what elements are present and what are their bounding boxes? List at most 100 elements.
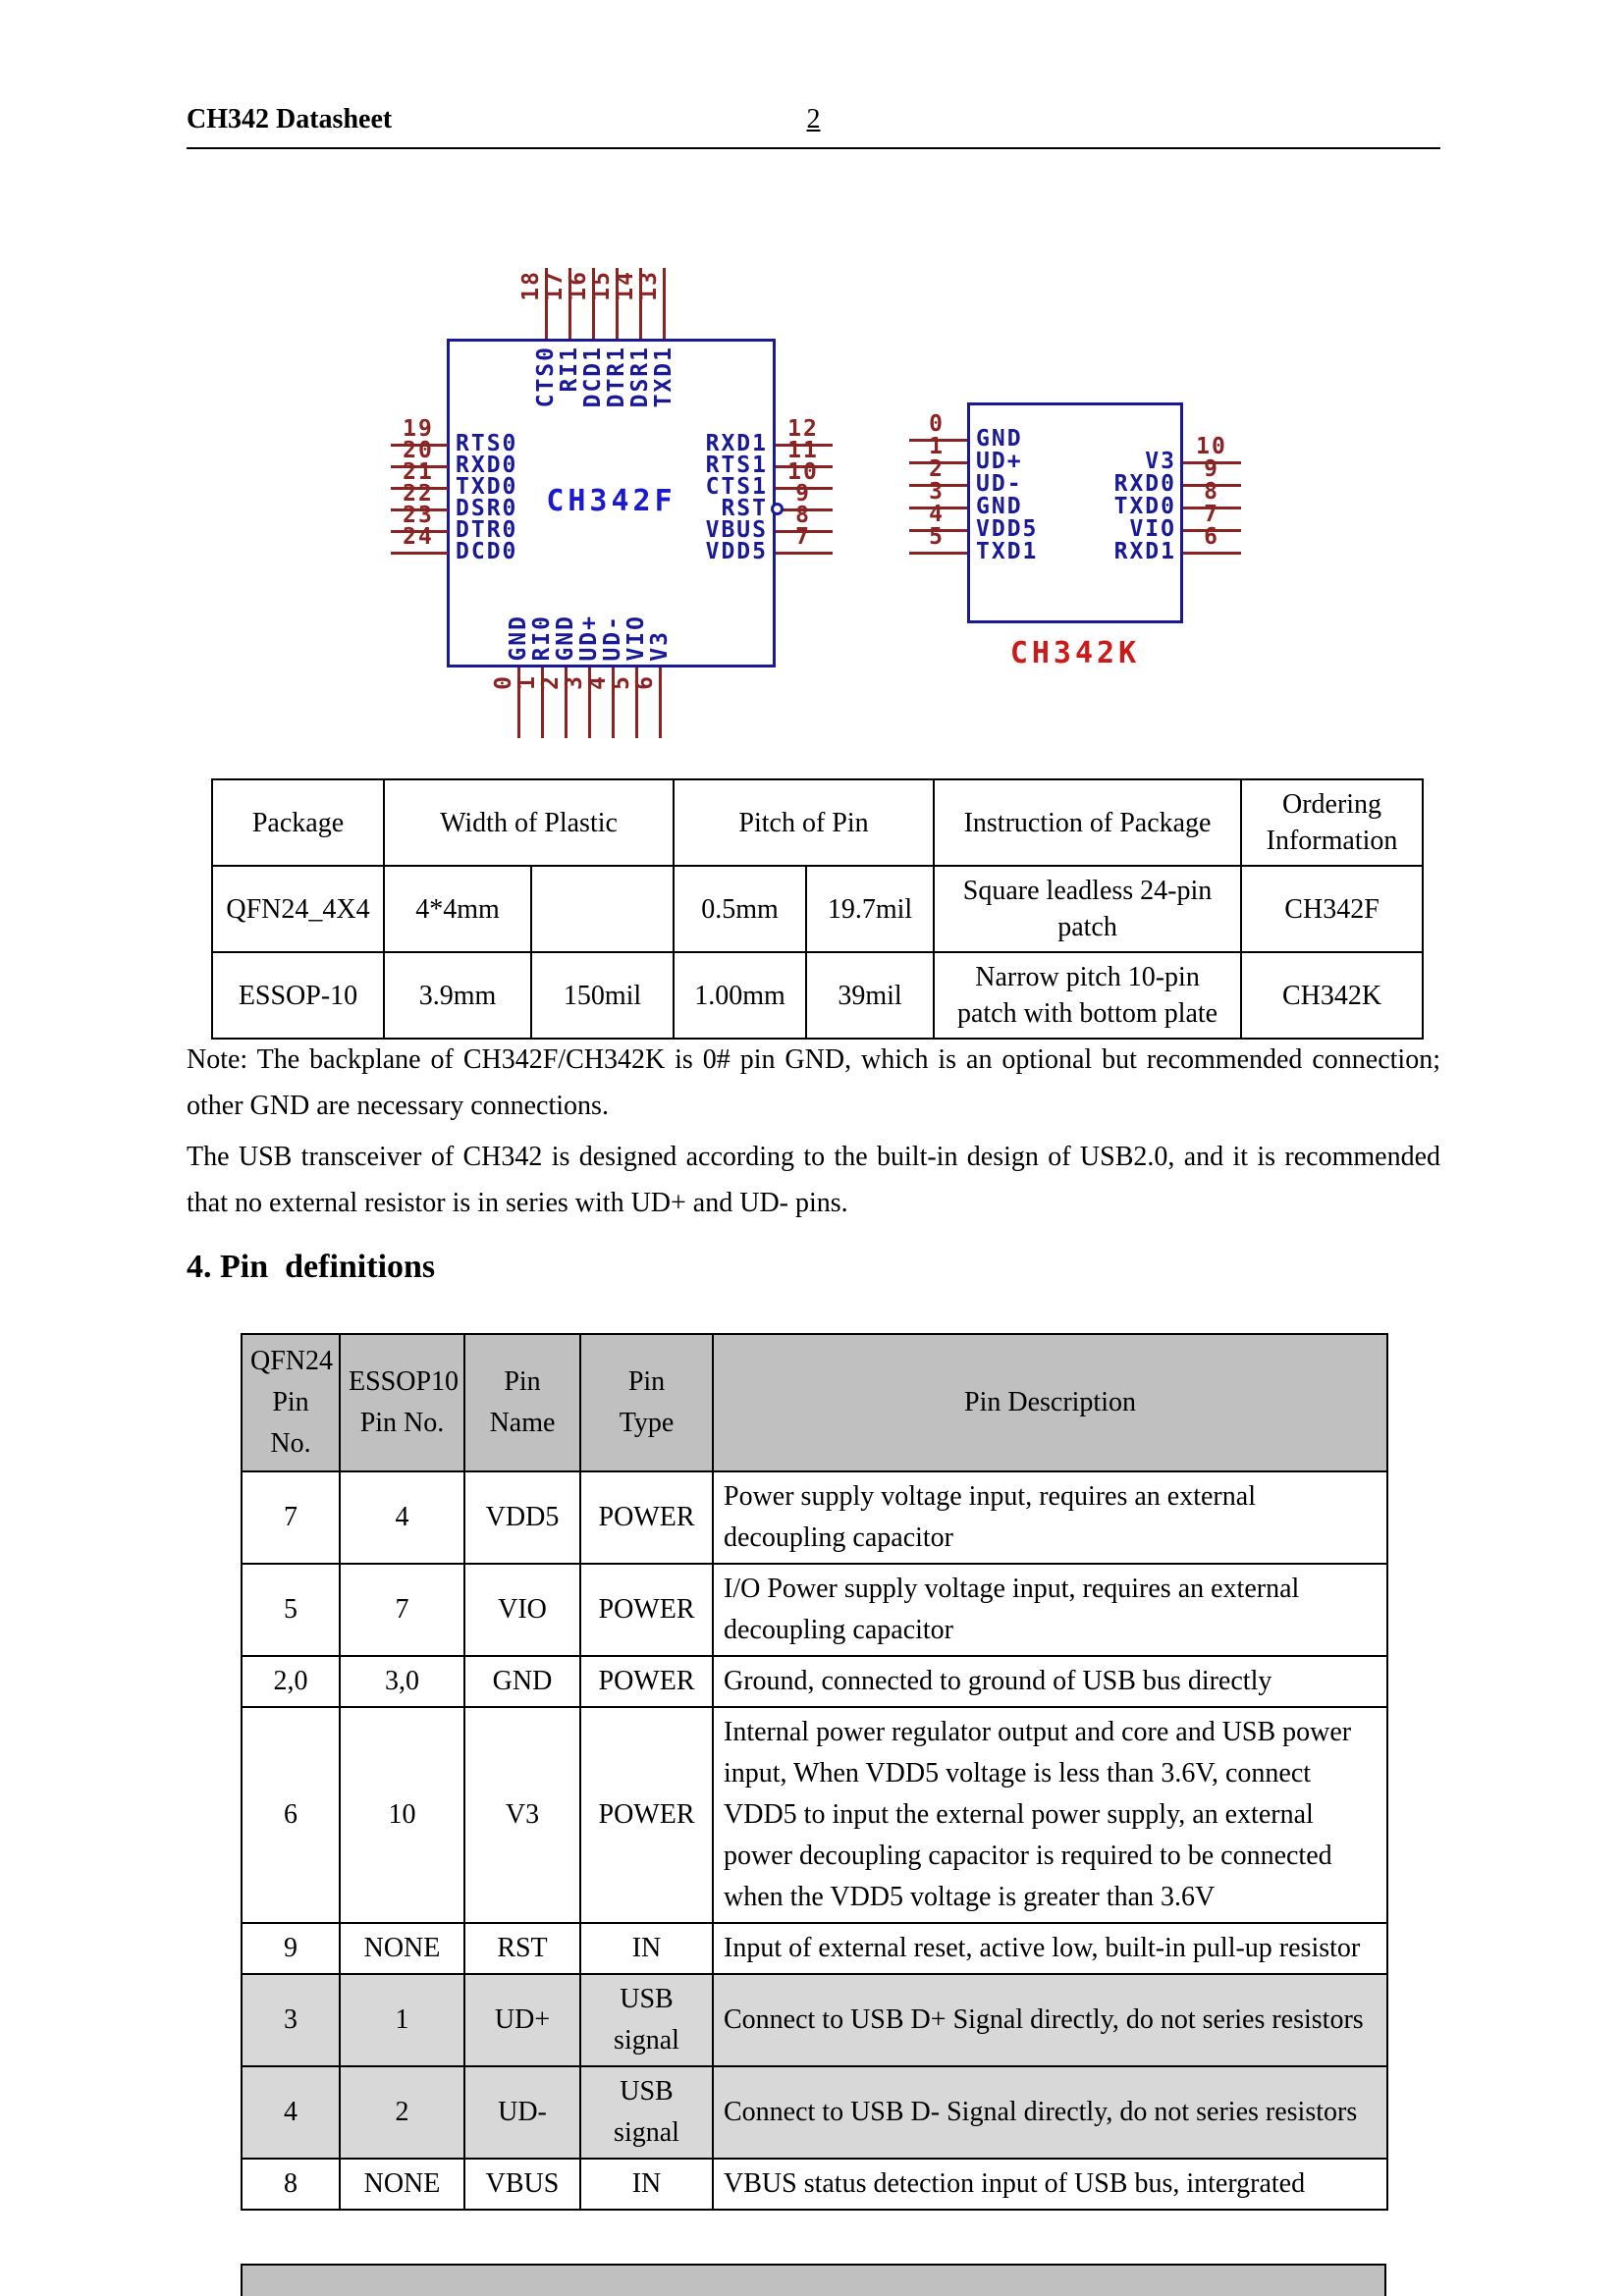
pin-table-cell: VIO (463, 1563, 581, 1657)
pin-table-cell: V3 (463, 1706, 581, 1924)
pin-line (909, 439, 967, 442)
pin-table-header-cell: Pin Type (579, 1333, 714, 1472)
pin-number: 5 (929, 524, 945, 550)
pin-number: 4 (929, 502, 945, 527)
pin-line (391, 530, 448, 533)
pin-name: DSR0 (456, 496, 518, 521)
page-header: CH342 Datasheet 2 (187, 104, 1440, 149)
pin-table-cell: POWER (579, 1706, 714, 1924)
ch342f-label: CH342F (546, 484, 676, 518)
pin-table-cell: UD+ (463, 1973, 581, 2067)
pin-table-cell: VDD5 (463, 1470, 581, 1565)
pin-table-cell: IN (579, 2158, 714, 2211)
pin-name: RXD0 (456, 453, 518, 478)
pin-table-cell: USB signal (579, 2065, 714, 2160)
pin-number: 0 (929, 411, 945, 437)
pin-number: 1 (929, 434, 945, 459)
pin-table-cell: VBUS (463, 2158, 581, 2211)
pin-number: 6 (1204, 524, 1219, 550)
pin-number: 21 (403, 459, 434, 485)
pin-table-cell: USB signal (579, 1973, 714, 2067)
pin-line (776, 552, 833, 555)
package-table-cell: ESSOP-10 (211, 951, 385, 1040)
pin-number: 9 (795, 481, 811, 507)
pin-name: RI1 (557, 346, 582, 393)
package-table-header-cell: Pitch of Pin (673, 778, 936, 867)
pin-line (776, 444, 833, 447)
pin-name: TXD0 (1113, 494, 1176, 519)
package-table-cell: 39mil (805, 951, 936, 1040)
pin-table-cell: Input of external reset, active low, bui… (712, 1922, 1388, 1975)
pin-number: 5 (609, 674, 634, 690)
package-table-cell: CH342F (1240, 865, 1425, 953)
pin-number: 12 (787, 416, 819, 442)
pin-number: 13 (636, 270, 662, 301)
pin-name: VIO (623, 614, 649, 662)
pin-name: UD- (600, 614, 625, 662)
pin-number: 7 (1204, 502, 1219, 527)
pin-line (909, 529, 967, 532)
pin-table-cell: RST (463, 1922, 581, 1975)
pin-number: 0 (491, 674, 516, 690)
pin-number: 11 (787, 438, 819, 463)
pin-line (588, 667, 591, 738)
pin-number: 2 (538, 674, 564, 690)
pin-line (909, 552, 967, 555)
pin-line (1183, 484, 1241, 487)
pin-number: 18 (518, 270, 544, 301)
pin-line (616, 268, 619, 339)
pin-name: GND (506, 614, 531, 662)
pin-number: 2 (929, 456, 945, 482)
pin-number: 4 (585, 674, 611, 690)
pin-line (1183, 461, 1241, 464)
pin-table-header-cell: ESSOP10 Pin No. (339, 1333, 465, 1472)
pin-number: 20 (403, 438, 434, 463)
pin-table-cell: IN (579, 1922, 714, 1975)
package-table-header-cell: Package (211, 778, 385, 867)
pin-table-cell: Internal power regulator output and core… (712, 1706, 1388, 1924)
pin-name: RI0 (529, 614, 555, 662)
pin-line (776, 465, 833, 468)
pin-table-cell: 4 (241, 2065, 341, 2160)
pin-name: TXD1 (651, 346, 676, 408)
pin-line (639, 268, 642, 339)
pin-table-cell: POWER (579, 1655, 714, 1708)
ch342k-chip-body (967, 402, 1183, 623)
package-table-cell: Square leadless 24-pin patch (933, 865, 1243, 953)
pin-table-next-row-partial (241, 2264, 1386, 2296)
package-table-header-cell: Width of Plastic (382, 778, 676, 867)
pin-line (776, 530, 833, 533)
pin-line (391, 487, 448, 490)
section-title: 4. Pin definitions (187, 1249, 436, 1285)
pin-line (776, 487, 833, 490)
document-title: CH342 Datasheet (187, 104, 393, 134)
pin-table-cell: Power supply voltage input, requires an … (712, 1470, 1388, 1565)
pin-table-cell: UD- (463, 2065, 581, 2160)
package-table-cell: 19.7mil (805, 865, 936, 953)
pin-line (541, 667, 544, 738)
pin-line (909, 507, 967, 509)
pin-name: RTS0 (456, 431, 518, 456)
rst-active-low-circle (771, 503, 784, 515)
pin-line (391, 552, 448, 555)
pin-table-cell: 3 (241, 1973, 341, 2067)
pin-table-cell: I/O Power supply voltage input, requires… (712, 1563, 1388, 1657)
pin-table-cell: 8 (241, 2158, 341, 2211)
pin-table-cell: GND (463, 1655, 581, 1708)
pin-name: DSR1 (627, 346, 653, 408)
pin-number: 16 (566, 270, 591, 301)
pin-name: VDD5 (976, 516, 1039, 542)
pin-name: TXD1 (976, 539, 1039, 564)
ch342f-chip-body (447, 339, 776, 667)
pin-name: GND (553, 614, 578, 662)
